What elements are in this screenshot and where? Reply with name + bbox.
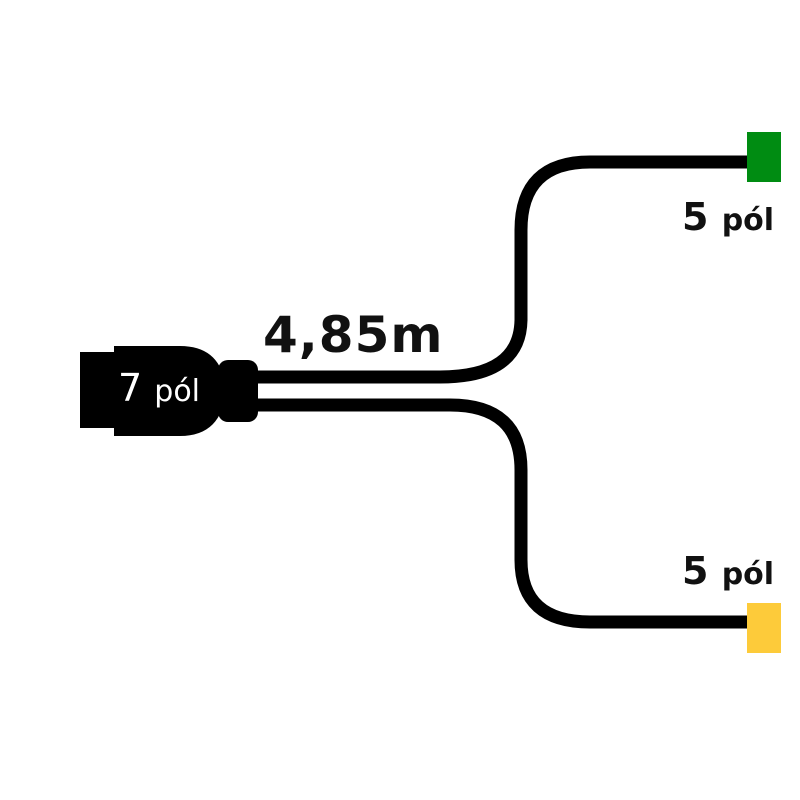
pin-unit: pól bbox=[154, 374, 201, 409]
pin-count: 5 bbox=[682, 549, 709, 593]
connector-yellow bbox=[747, 603, 781, 653]
pin-unit: pól bbox=[721, 557, 775, 592]
pin-unit: pól bbox=[721, 203, 775, 238]
cable-top bbox=[255, 155, 752, 384]
main-connector-label: 7 pól bbox=[118, 366, 200, 410]
cable-length-label: 4,85m bbox=[263, 306, 444, 364]
pin-count: 7 bbox=[118, 366, 143, 410]
connector-green bbox=[747, 132, 781, 182]
bottom-branch-label: 5 pól bbox=[682, 549, 774, 593]
top-branch-label: 5 pól bbox=[682, 195, 774, 239]
pin-count: 5 bbox=[682, 195, 709, 239]
cable-bottom bbox=[255, 398, 752, 629]
main-connector-7pin bbox=[80, 346, 258, 436]
